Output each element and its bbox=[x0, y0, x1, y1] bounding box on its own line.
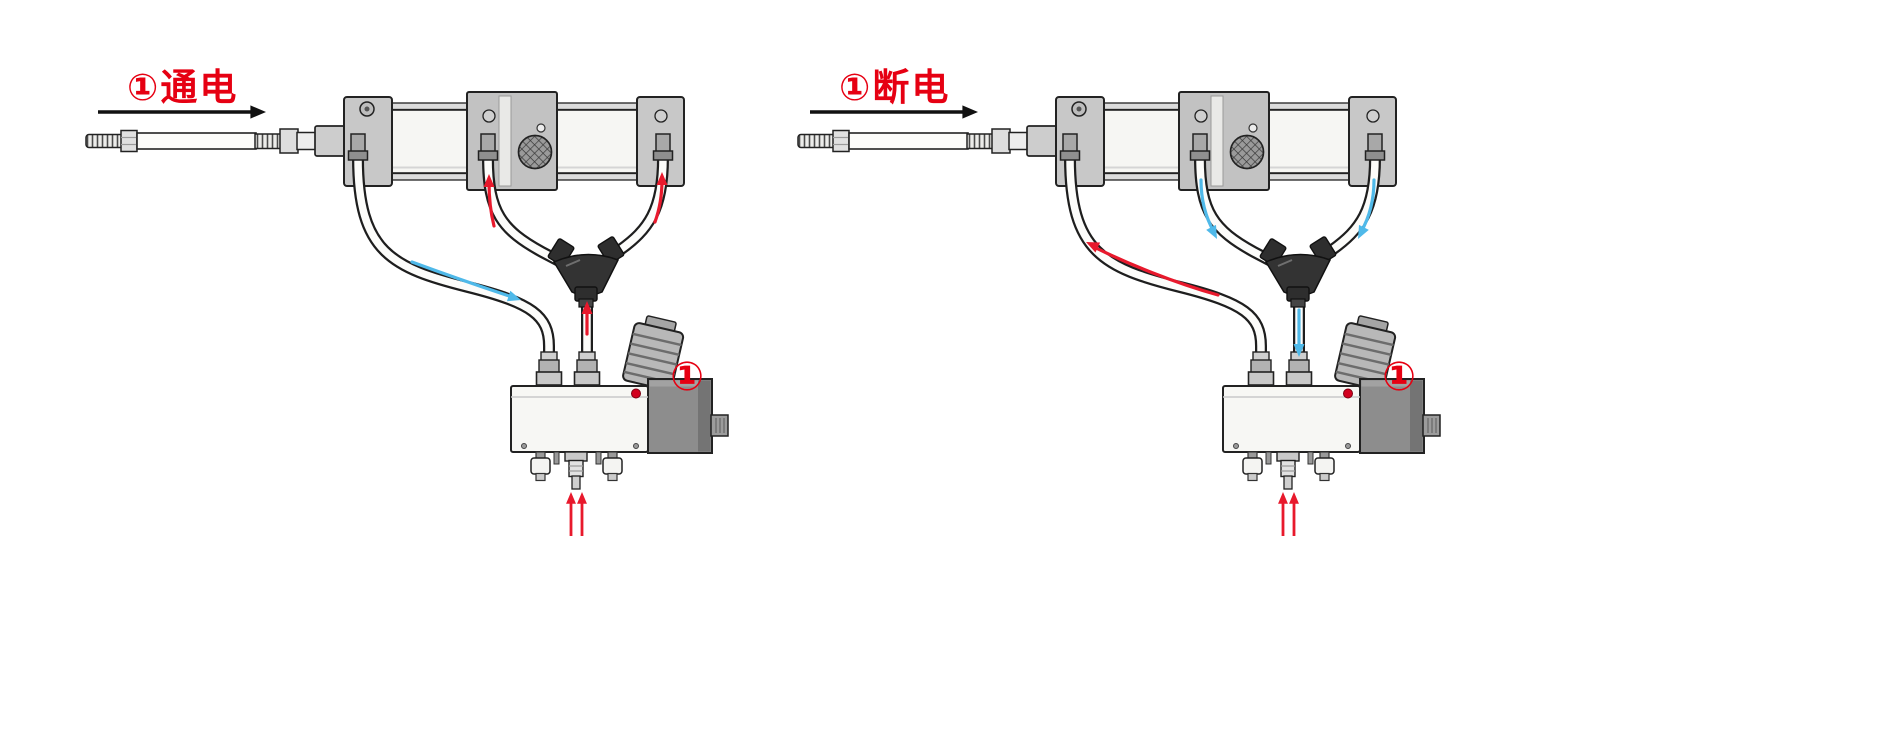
flow-arrows-energized bbox=[410, 172, 668, 336]
pressure-arrow-front-tube bbox=[1090, 244, 1220, 297]
exhaust-arrow-front-tube bbox=[410, 260, 514, 299]
state-label-deenergized: ①断电 bbox=[839, 66, 950, 109]
flow-arrows-deenergized bbox=[1083, 178, 1376, 357]
cylinder-assembly-deenergized bbox=[798, 92, 1440, 536]
state-label-energized: ①通电 bbox=[127, 66, 238, 109]
valve-badge-deenergized: ① bbox=[1382, 354, 1416, 400]
valve-badge-energized: ① bbox=[670, 354, 704, 400]
cylinder-assembly-energized bbox=[86, 92, 728, 536]
